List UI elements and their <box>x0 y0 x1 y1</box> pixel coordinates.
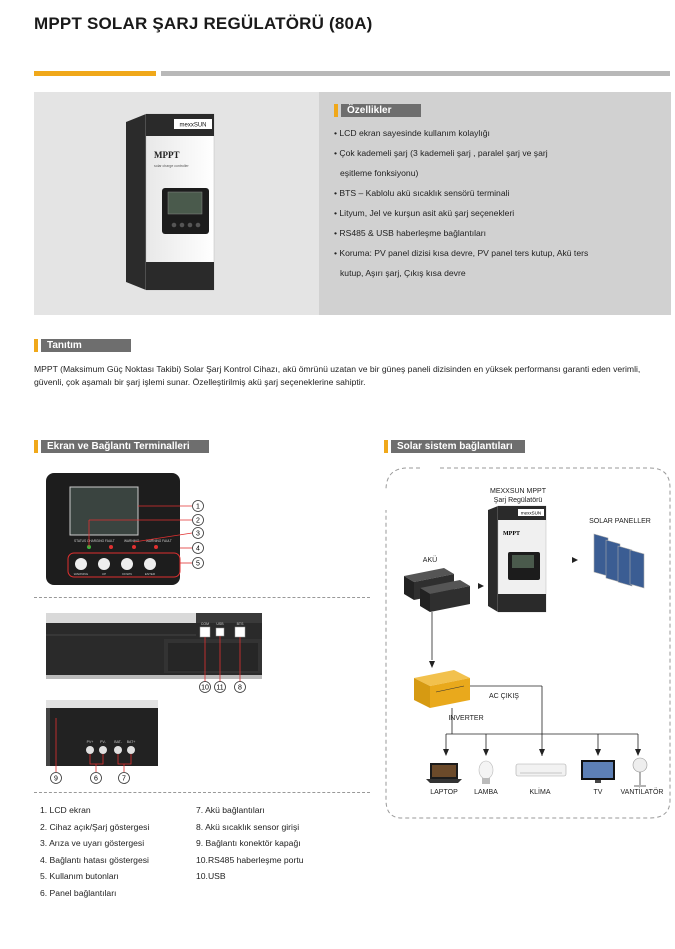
feature-item: • Çok kademeli şarj (3 kademeli şarj , p… <box>334 148 548 158</box>
features-heading: Özellikler <box>334 104 421 117</box>
svg-text:WARNING FAULT: WARNING FAULT <box>146 539 172 543</box>
arrow-down-icon <box>443 749 449 756</box>
svg-text:UP: UP <box>102 572 106 576</box>
feature-item: • Koruma: PV panel dizisi kısa devre, PV… <box>334 248 589 258</box>
legend-item: 4. Bağlantı hatası göstergesi <box>40 854 149 865</box>
svg-text:10: 10 <box>201 685 209 692</box>
inverter-label: INVERTER <box>448 715 483 722</box>
front-panel-diagram: STATUS CHARGING FAULT WARNING WARNING FA… <box>46 473 204 585</box>
product-image-panel: mexxSUN MPPT solar charge controller <box>34 92 319 315</box>
fan-icon <box>632 757 648 787</box>
arrow-down-icon <box>595 749 601 756</box>
svg-text:2: 2 <box>196 518 200 525</box>
legend-item: 9. Bağlantı konektör kapağı <box>196 838 301 848</box>
legend-item: 2. Cihaz açık/Şarj göstergesi <box>40 821 150 832</box>
svg-text:PV-: PV- <box>100 740 106 744</box>
air-conditioner-icon <box>515 763 567 777</box>
legend-item: 6. Panel bağlantıları <box>40 887 117 898</box>
arrow-down-icon <box>483 749 489 756</box>
arrow-down-icon <box>429 661 435 668</box>
svg-text:ENTER: ENTER <box>145 572 156 576</box>
bottom-panel-diagram: PV+ PV- BAT- BAT+ 9 6 7 <box>46 700 158 784</box>
load-label-lamp: LAMBA <box>474 789 498 796</box>
svg-text:USB: USB <box>216 622 224 626</box>
legend-left: 1. LCD ekran 2. Cihaz açık/Şarj gösterge… <box>40 802 190 901</box>
svg-text:9: 9 <box>54 776 58 783</box>
solar-panels-icon <box>593 533 645 589</box>
feature-item: eşitleme fonksiyonu) <box>340 168 419 178</box>
svg-text:4: 4 <box>196 546 200 553</box>
laptop-icon <box>426 763 462 783</box>
arrow-left-icon <box>572 557 578 563</box>
legend-item: 8. Akü sıcaklık sensor girişi <box>196 821 300 832</box>
svg-text:BTS: BTS <box>237 622 244 626</box>
controller-label: MEXXSUN MPPT <box>490 488 547 495</box>
feature-item: kutup, Aşırı şarj, Çıkış kısa devre <box>340 268 466 278</box>
svg-text:COM: COM <box>201 622 209 626</box>
svg-text:PV+: PV+ <box>87 740 94 744</box>
svg-text:5: 5 <box>196 561 200 568</box>
tv-icon <box>581 760 615 783</box>
feature-item: • RS485 & USB haberleşme bağlantıları <box>334 228 487 238</box>
divider-dashed <box>34 792 370 793</box>
system-heading: Solar sistem bağlantıları <box>384 440 525 453</box>
description-heading: Tanıtım <box>34 339 131 352</box>
load-label-fan: VANTİLATÖR <box>621 787 664 796</box>
controller-label-2: Şarj Regülatörü <box>494 497 543 504</box>
legend-item: 1. LCD ekran <box>40 805 91 815</box>
svg-text:8: 8 <box>238 685 242 692</box>
lamp-icon <box>478 760 494 784</box>
svg-text:1: 1 <box>196 504 200 511</box>
charge-controller-image: mexxSUN MPPT solar charge controller <box>126 113 215 291</box>
features-list: • LCD ekran sayesinde kullanım kolaylığı… <box>334 123 664 283</box>
feature-item: • Lityum, Jel ve kurşun asit akü şarj se… <box>334 208 515 218</box>
battery-icon <box>404 568 470 612</box>
ac-output-label: AC ÇIKIŞ <box>489 693 519 700</box>
legend-item: 3. Arıza ve uyarı göstergesi <box>40 838 145 848</box>
load-label-ac: KLİMA <box>529 787 550 796</box>
svg-text:WARNING: WARNING <box>74 572 89 576</box>
svg-text:BAT-: BAT- <box>114 740 122 744</box>
svg-text:DOWN: DOWN <box>122 572 132 576</box>
inverter-icon <box>414 670 470 708</box>
battery-label: AKÜ <box>423 556 437 564</box>
model-subtitle: solar charge controller <box>154 164 189 168</box>
side-panel-diagram: COM USB BTS 10 11 8 <box>46 613 262 693</box>
legend-item: 10.RS485 haberleşme portu <box>196 854 304 865</box>
arrow-down-icon <box>635 749 641 756</box>
solar-panels-label: SOLAR PANELLER <box>589 518 651 525</box>
svg-text:WARNING: WARNING <box>124 539 140 543</box>
legend-item: 5. Kullanım butonları <box>40 871 119 881</box>
svg-text:3: 3 <box>196 531 200 538</box>
legend-item: 10.USB <box>196 871 226 881</box>
svg-text:7: 7 <box>122 776 126 783</box>
page-title: MPPT SOLAR ŞARJ REGÜLATÖRÜ (80A) <box>34 14 373 33</box>
brand-logo-small: mexxSUN <box>521 511 541 516</box>
feature-item: • LCD ekran sayesinde kullanım kolaylığı <box>334 128 490 138</box>
svg-text:6: 6 <box>94 776 98 783</box>
solar-system-diagram: MEXXSUN MPPT Şarj Regülatörü mexxSUN MPP… <box>385 467 671 819</box>
legend-right: 7. Akü bağlantıları 8. Akü sıcaklık sens… <box>196 802 366 885</box>
divider-dashed <box>34 597 370 598</box>
brand-logo: mexxSUN <box>179 123 206 129</box>
model-label-small: MPPT <box>503 531 520 537</box>
svg-text:FAULT: FAULT <box>105 539 115 543</box>
arrow-left-icon <box>478 583 484 589</box>
features-panel <box>319 92 671 315</box>
divider-bar <box>161 71 670 76</box>
svg-text:BAT+: BAT+ <box>127 740 136 744</box>
terminals-heading: Ekran ve Bağlantı Terminalleri <box>34 440 209 453</box>
legend-item: 7. Akü bağlantıları <box>196 805 265 815</box>
model-label: MPPT <box>154 150 180 160</box>
feature-item: • BTS – Kablolu akü sıcaklık sensörü ter… <box>334 188 510 198</box>
arrow-down-icon <box>539 749 545 756</box>
description-text: MPPT (Maksimum Güç Noktası Takibi) Solar… <box>34 364 641 387</box>
svg-text:11: 11 <box>216 685 223 692</box>
load-label-laptop: LAPTOP <box>430 789 458 796</box>
accent-bar <box>34 71 156 76</box>
load-label-tv: TV <box>594 789 603 796</box>
